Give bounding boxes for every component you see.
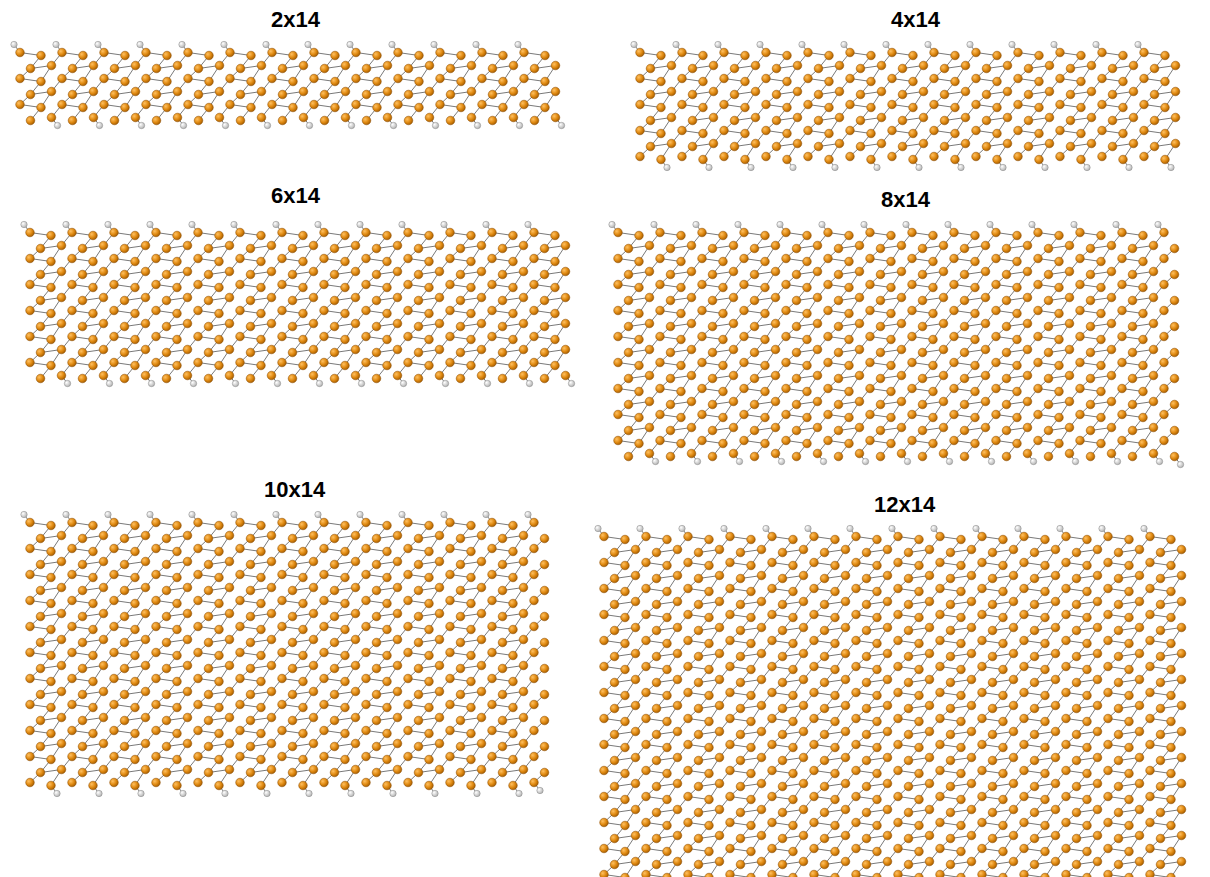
bond-lines [14, 45, 1188, 877]
